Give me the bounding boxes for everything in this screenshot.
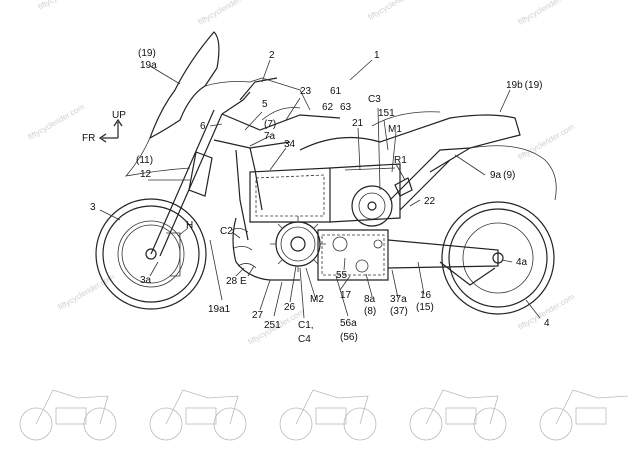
- label-19b: 19b (19): [506, 80, 542, 91]
- front-wheel: [95, 198, 207, 310]
- watermark: fiftycyclerider.com: [57, 272, 117, 312]
- thumbnail[interactable]: [8, 368, 126, 450]
- label-19: (19): [138, 48, 156, 59]
- label-56: (56): [340, 332, 358, 343]
- thumbnail[interactable]: [138, 368, 256, 450]
- motor-m1: [351, 185, 393, 227]
- lower-cover: [231, 217, 300, 281]
- thumbnail[interactable]: [398, 368, 516, 450]
- label-c1: C1,: [298, 320, 314, 331]
- label-8: (8): [364, 306, 376, 317]
- label-151: 151: [378, 108, 395, 119]
- label-m2: M2: [310, 294, 324, 305]
- label-1: 1: [374, 50, 380, 61]
- label-23: 23: [300, 86, 312, 97]
- rear-wheel: [441, 201, 555, 315]
- label-9a: 9a (9): [490, 170, 515, 181]
- label-4: 4: [544, 318, 550, 329]
- battery-module: [249, 163, 401, 223]
- label-12: 12: [140, 169, 152, 180]
- front-cowl: [124, 31, 311, 177]
- label-r1: R1: [394, 155, 407, 166]
- label-c3: C3: [368, 94, 381, 105]
- watermark: fiftycyclerider.com: [367, 0, 427, 22]
- label-19a: 19a: [140, 60, 157, 71]
- rear-frame: [389, 147, 471, 211]
- label-7a: 7a: [264, 131, 276, 142]
- label-2: 2: [269, 50, 275, 61]
- label-27: 27: [252, 310, 264, 321]
- drive-gear: [270, 216, 326, 272]
- swingarm: [387, 239, 499, 286]
- reference-labels: (19) 19a 2 1 19b (19) UP FR 5 (7) 7a 23 …: [82, 48, 550, 345]
- label-c4: C4: [298, 334, 311, 345]
- label-4a: 4a: [516, 257, 528, 268]
- label-55: 55: [336, 270, 348, 281]
- watermark: fiftycyclerider.com: [37, 0, 97, 12]
- front-fork: [150, 77, 278, 277]
- label-37a: 37a: [390, 294, 407, 305]
- label-26: 26: [284, 302, 296, 313]
- label-63: 63: [340, 102, 352, 113]
- label-8a: 8a: [364, 294, 376, 305]
- watermark: fiftycyclerider.com: [517, 0, 577, 27]
- label-3: 3: [90, 202, 96, 213]
- thumbnail[interactable]: [528, 368, 632, 450]
- main-frame: [213, 107, 341, 241]
- gearbox-box: [317, 229, 389, 281]
- label-62: 62: [322, 102, 334, 113]
- label-34: 34: [284, 139, 296, 150]
- label-21: 21: [352, 118, 364, 129]
- label-5: 5: [262, 99, 268, 110]
- label-61: 61: [330, 86, 342, 97]
- watermark: fiftycyclerider.com: [27, 102, 87, 142]
- label-22: 22: [424, 196, 436, 207]
- label-37: (37): [390, 306, 408, 317]
- label-6: 6: [200, 121, 206, 132]
- label-15: (15): [416, 302, 434, 313]
- label-7: (7): [264, 119, 276, 130]
- thumbnail[interactable]: [268, 368, 386, 450]
- leader-lines: [99, 59, 541, 319]
- label-up: UP: [112, 110, 126, 121]
- label-e: E: [240, 276, 247, 287]
- orientation-arrows: [98, 118, 123, 143]
- watermark: fiftycyclerider.com: [197, 0, 257, 27]
- label-fr: FR: [82, 133, 95, 144]
- label-3a: 3a: [140, 275, 152, 286]
- rear-cowl: [299, 111, 557, 201]
- watermark: fiftycyclerider.com: [517, 122, 577, 162]
- label-56a: 56a: [340, 318, 357, 329]
- label-28: 28: [226, 276, 238, 287]
- label-251: 251: [264, 320, 281, 331]
- label-c2: C2: [220, 226, 233, 237]
- label-m1: M1: [388, 124, 402, 135]
- label-19a1: 19a1: [208, 304, 231, 315]
- label-11: (11): [136, 155, 153, 166]
- label-h: H: [186, 220, 193, 231]
- label-16: 16: [420, 290, 432, 301]
- label-17: 17: [340, 290, 352, 301]
